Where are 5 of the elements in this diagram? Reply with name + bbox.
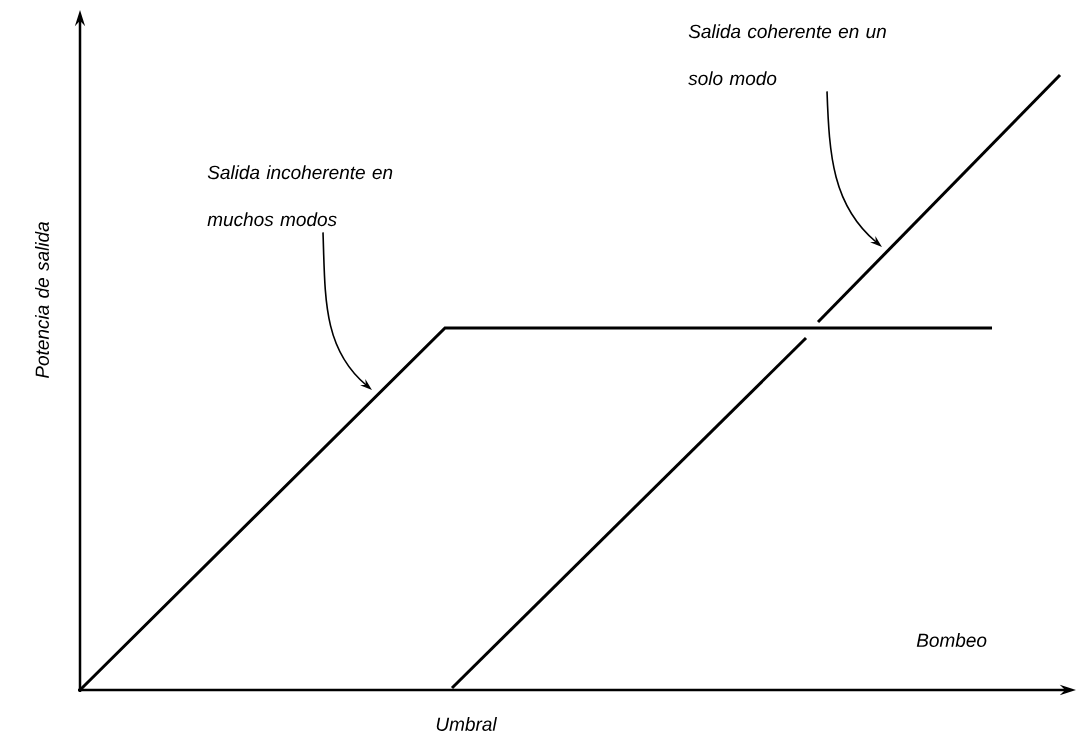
callout-text: Salida coherente en un solo modo bbox=[688, 24, 886, 86]
axis-label: Umbral bbox=[436, 717, 498, 731]
callout-text: Salida incoherente en muchos modos bbox=[207, 165, 393, 227]
axis-label: Bombeo bbox=[916, 633, 987, 647]
axis-label: Potencia de salida bbox=[35, 222, 49, 379]
